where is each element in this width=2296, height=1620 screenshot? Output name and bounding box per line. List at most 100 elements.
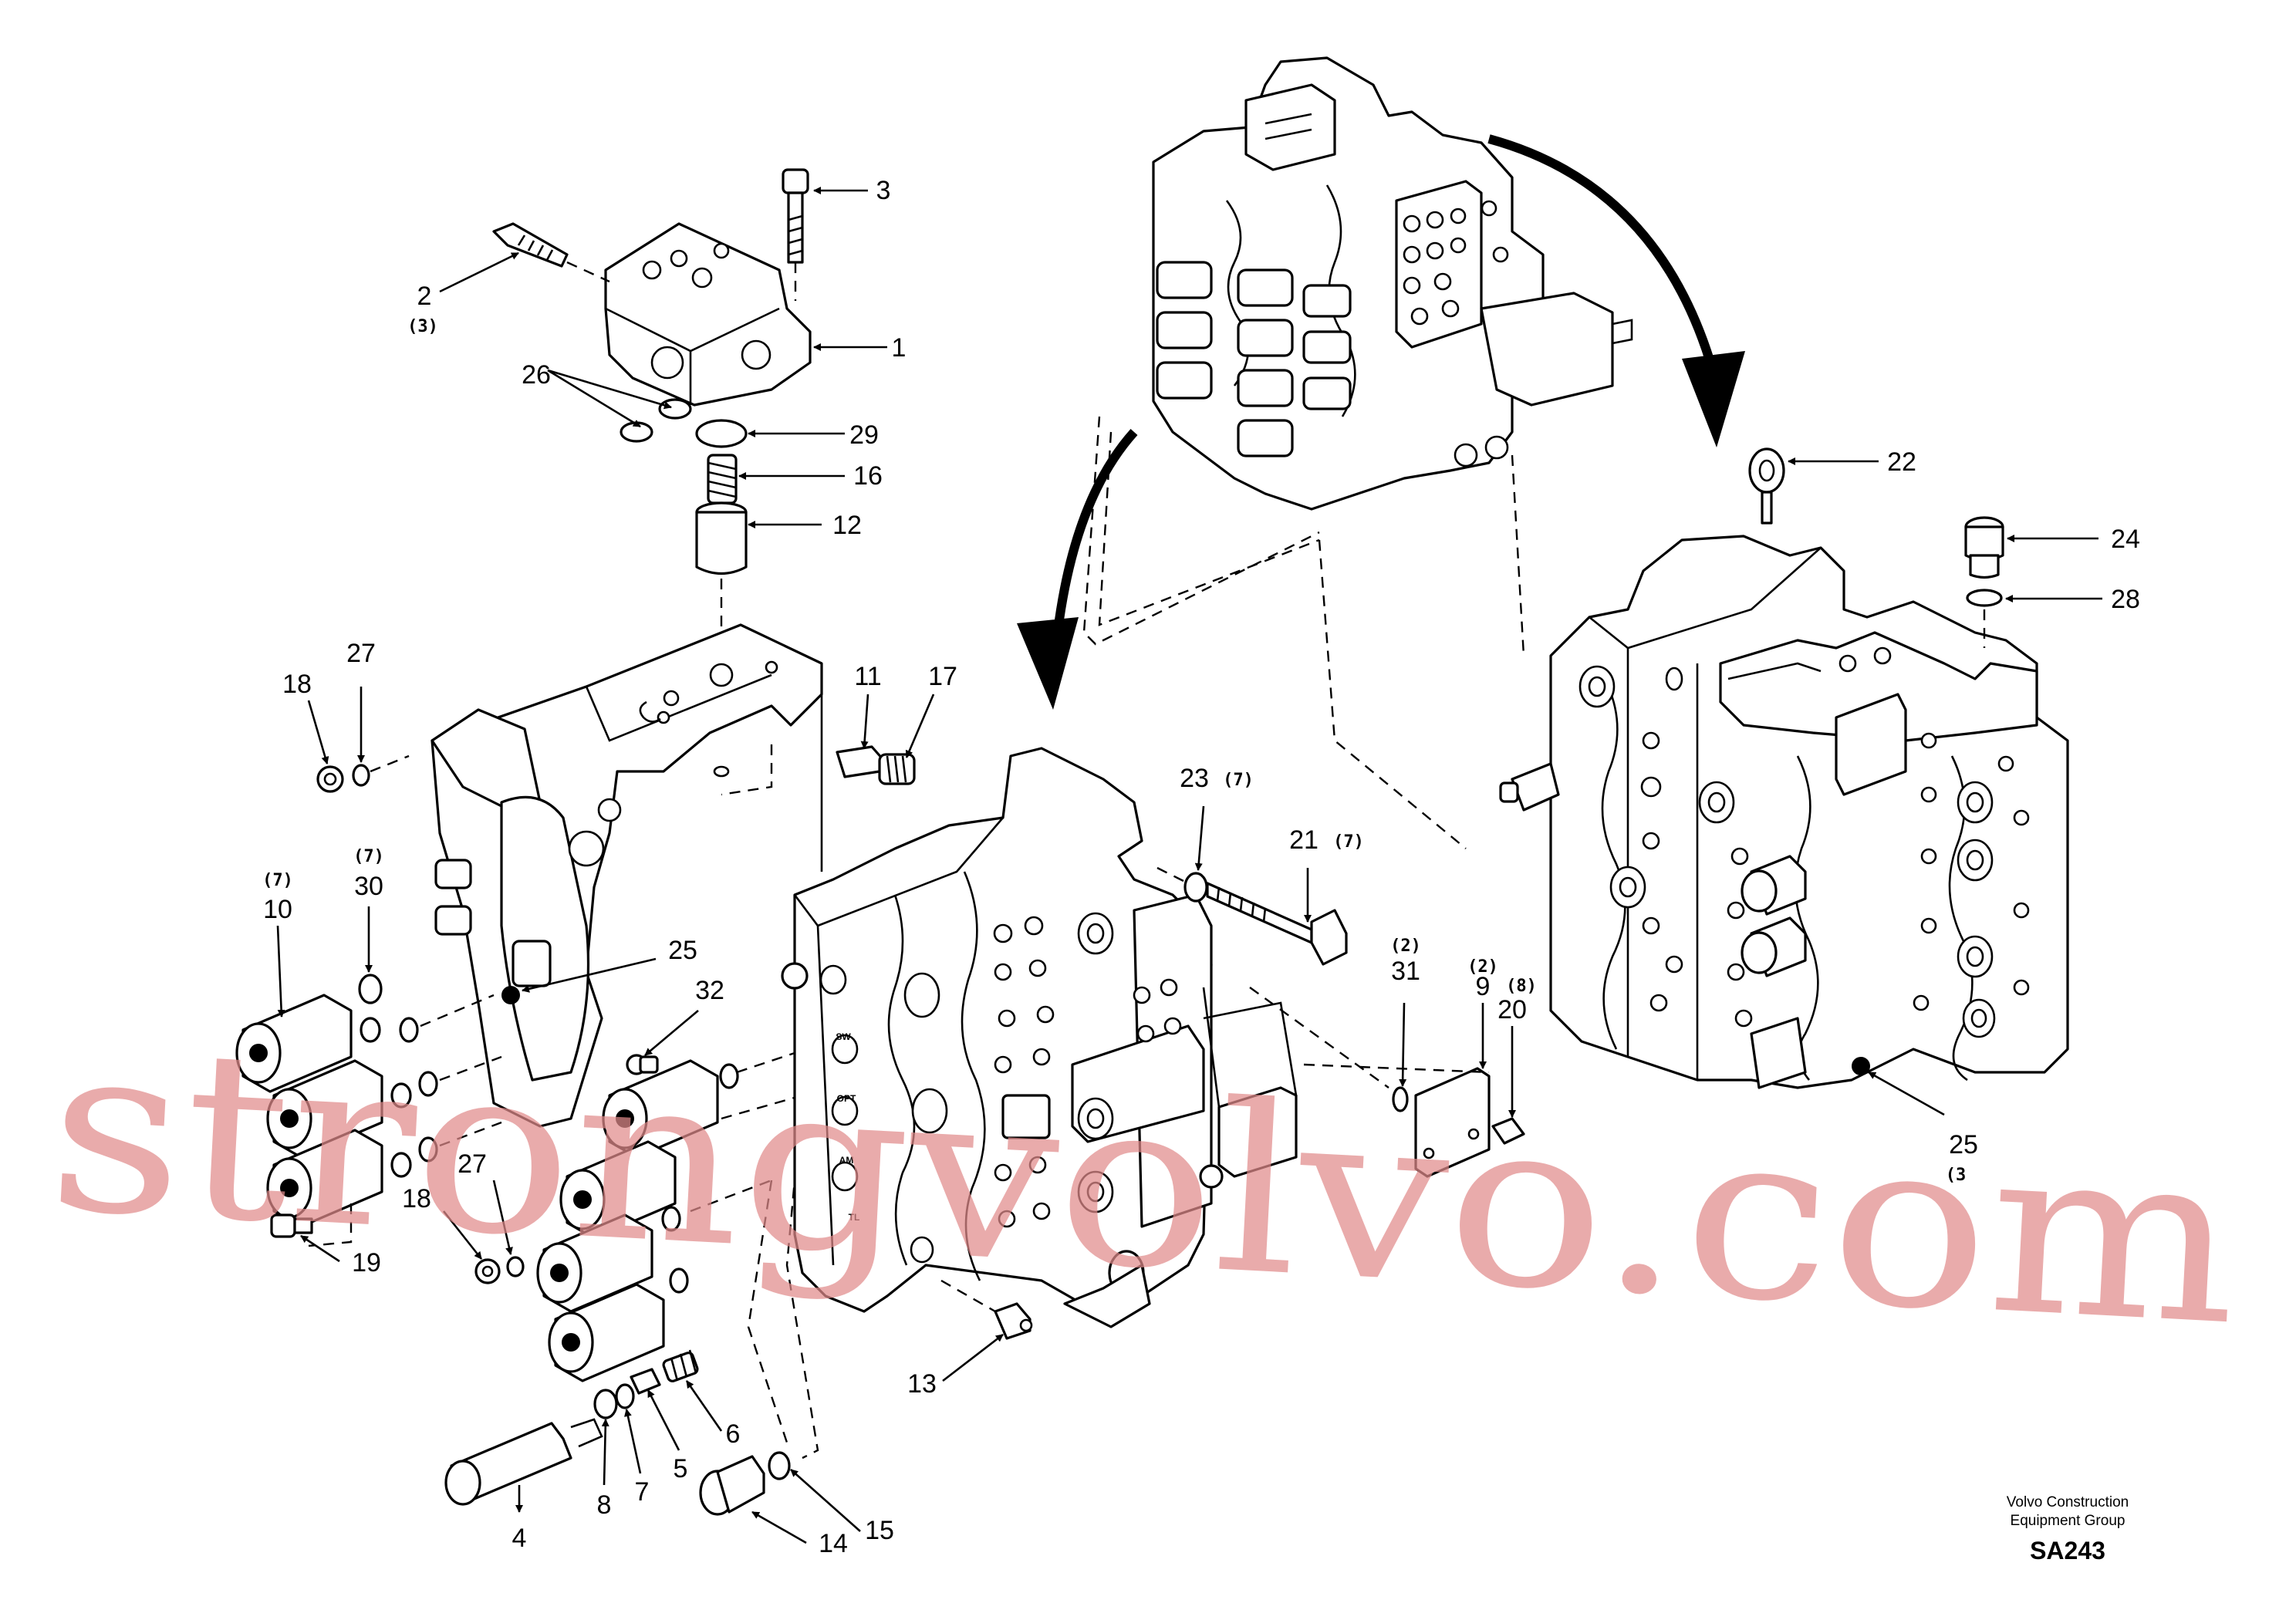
- overview-solenoids: [1156, 261, 1352, 457]
- callout-31: 31: [1391, 957, 1420, 986]
- callout-16: 16: [853, 461, 883, 491]
- qty-part-25-right: (3: [1946, 1166, 1967, 1185]
- o-ring-part-31: [1392, 1086, 1409, 1112]
- callout-28: 28: [2111, 585, 2140, 614]
- spring-part-6: [662, 1349, 699, 1382]
- qty-part-9: (2): [1467, 957, 1498, 977]
- dashed-assembly-lines-center: [690, 1051, 819, 1460]
- curved-arrow-right-head: [1682, 351, 1745, 447]
- cover-part-9: [1414, 1067, 1491, 1178]
- o-ring-part-28: [1966, 589, 2003, 607]
- solenoid-valves-part-10: [235, 994, 412, 1228]
- callout-labels: 1 2 3 4 5 6 7 8 9 10 11 12 13 14 15 16 1…: [263, 176, 2140, 1558]
- o-ring-part-27-upper: [352, 764, 370, 787]
- callout-11: 11: [854, 662, 881, 691]
- ring-part-8: [593, 1389, 618, 1419]
- drawing-code: SA243: [2030, 1537, 2105, 1564]
- washer-part-23: [1183, 872, 1208, 903]
- eye-bolt-part-22: [1748, 447, 1785, 525]
- qty-part-2: (3): [407, 317, 438, 336]
- plug-part-25-left: [501, 986, 520, 1004]
- callout-21: 21: [1289, 825, 1319, 855]
- plug-part-14: [699, 1455, 765, 1516]
- callout-30: 30: [354, 872, 383, 901]
- callout-20: 20: [1497, 995, 1527, 1024]
- qty-part-21: (7): [1333, 832, 1364, 852]
- center-port-markings: SW OPT AM TL: [836, 1031, 859, 1223]
- plug-part-18-lower: [474, 1258, 501, 1284]
- callout-22: 22: [1887, 447, 1916, 477]
- qty-part-31: (2): [1390, 937, 1421, 956]
- callout-18-upper: 18: [282, 670, 312, 699]
- solenoid-valves-center: [536, 1059, 739, 1382]
- callout-7: 7: [635, 1477, 650, 1507]
- spring-part-16: [707, 454, 738, 505]
- callout-14: 14: [819, 1529, 848, 1558]
- bolt-part-3: [782, 168, 809, 264]
- plug-part-13: [994, 1302, 1033, 1340]
- callout-26: 26: [522, 360, 551, 390]
- plug-part-25-right: [1852, 1057, 1870, 1075]
- publisher-line-1: Volvo Construction: [2006, 1494, 2129, 1510]
- cover-plate-part-1: [604, 222, 812, 407]
- dashed-assembly-lines-left: [308, 994, 502, 1247]
- callout-25-left: 25: [668, 936, 697, 965]
- o-ring-part-15: [768, 1451, 791, 1480]
- callout-25-right: 25: [1949, 1130, 1978, 1159]
- port-mark-sw: SW: [836, 1031, 851, 1042]
- port-mark-opt: OPT: [837, 1093, 856, 1104]
- callout-6: 6: [726, 1419, 741, 1449]
- callout-27-upper: 27: [346, 639, 376, 668]
- publisher-block: Volvo Construction Equipment Group SA243: [1971, 1493, 2164, 1568]
- callout-4: 4: [512, 1524, 527, 1553]
- plug-part-24: [1964, 516, 2004, 579]
- o-ring-part-30: [358, 974, 383, 1004]
- center-body-ports: [781, 912, 1224, 1264]
- right-body-fittings: [1499, 762, 1807, 977]
- callout-3: 3: [876, 176, 891, 205]
- publisher-line-2: Equipment Group: [2010, 1513, 2125, 1529]
- port-o-rings: [399, 1017, 438, 1163]
- callout-18-lower: 18: [402, 1184, 431, 1213]
- callout-23: 23: [1180, 764, 1209, 793]
- spring-part-17: [878, 753, 916, 785]
- overview-reference-lines: [1082, 416, 1525, 849]
- qty-part-10: (7): [262, 871, 293, 890]
- callout-13: 13: [907, 1369, 937, 1399]
- curved-arrow-left-head: [1017, 617, 1079, 710]
- plug-part-4: [444, 1418, 603, 1506]
- assembled-valve-overview: [1152, 56, 1633, 511]
- callout-12: 12: [832, 511, 862, 540]
- callout-32: 32: [695, 976, 724, 1005]
- callout-17: 17: [928, 662, 957, 691]
- poppet-part-5: [630, 1368, 661, 1395]
- callout-2: 2: [417, 282, 432, 311]
- port-mark-am: AM: [839, 1155, 854, 1166]
- o-ring-part-27-lower: [506, 1256, 525, 1277]
- bolt-2-axis: [566, 261, 610, 283]
- callout-5: 5: [674, 1454, 688, 1483]
- overview-ports: [1403, 200, 1509, 467]
- right-body-ports: [1578, 646, 2030, 1038]
- qty-part-20: (8): [1506, 977, 1537, 996]
- port-mark-tl: TL: [849, 1212, 860, 1223]
- callout-9: 9: [1476, 972, 1491, 1001]
- leader-lines: [276, 187, 2102, 1544]
- screw-part-20: [1491, 1117, 1525, 1145]
- screw-part-19: [270, 1213, 313, 1238]
- qty-part-30: (7): [353, 847, 384, 866]
- left-valve-body: [430, 623, 823, 1128]
- qty-part-23: (7): [1223, 771, 1254, 790]
- callout-15: 15: [865, 1516, 894, 1545]
- plug-part-32: [626, 1054, 659, 1075]
- center-valve-body: [793, 747, 1298, 1328]
- bolt-part-21: [1206, 882, 1348, 966]
- callout-19: 19: [352, 1248, 381, 1277]
- quantity-labels: (3) (7) (7) (7) (7) (2) (2) (8) (3: [262, 317, 1966, 1185]
- callout-10: 10: [263, 895, 292, 924]
- ring-part-7: [615, 1383, 635, 1409]
- callout-24: 24: [2111, 525, 2140, 554]
- plug-part-18-upper: [316, 765, 344, 793]
- sleeve-part-12: [695, 501, 748, 575]
